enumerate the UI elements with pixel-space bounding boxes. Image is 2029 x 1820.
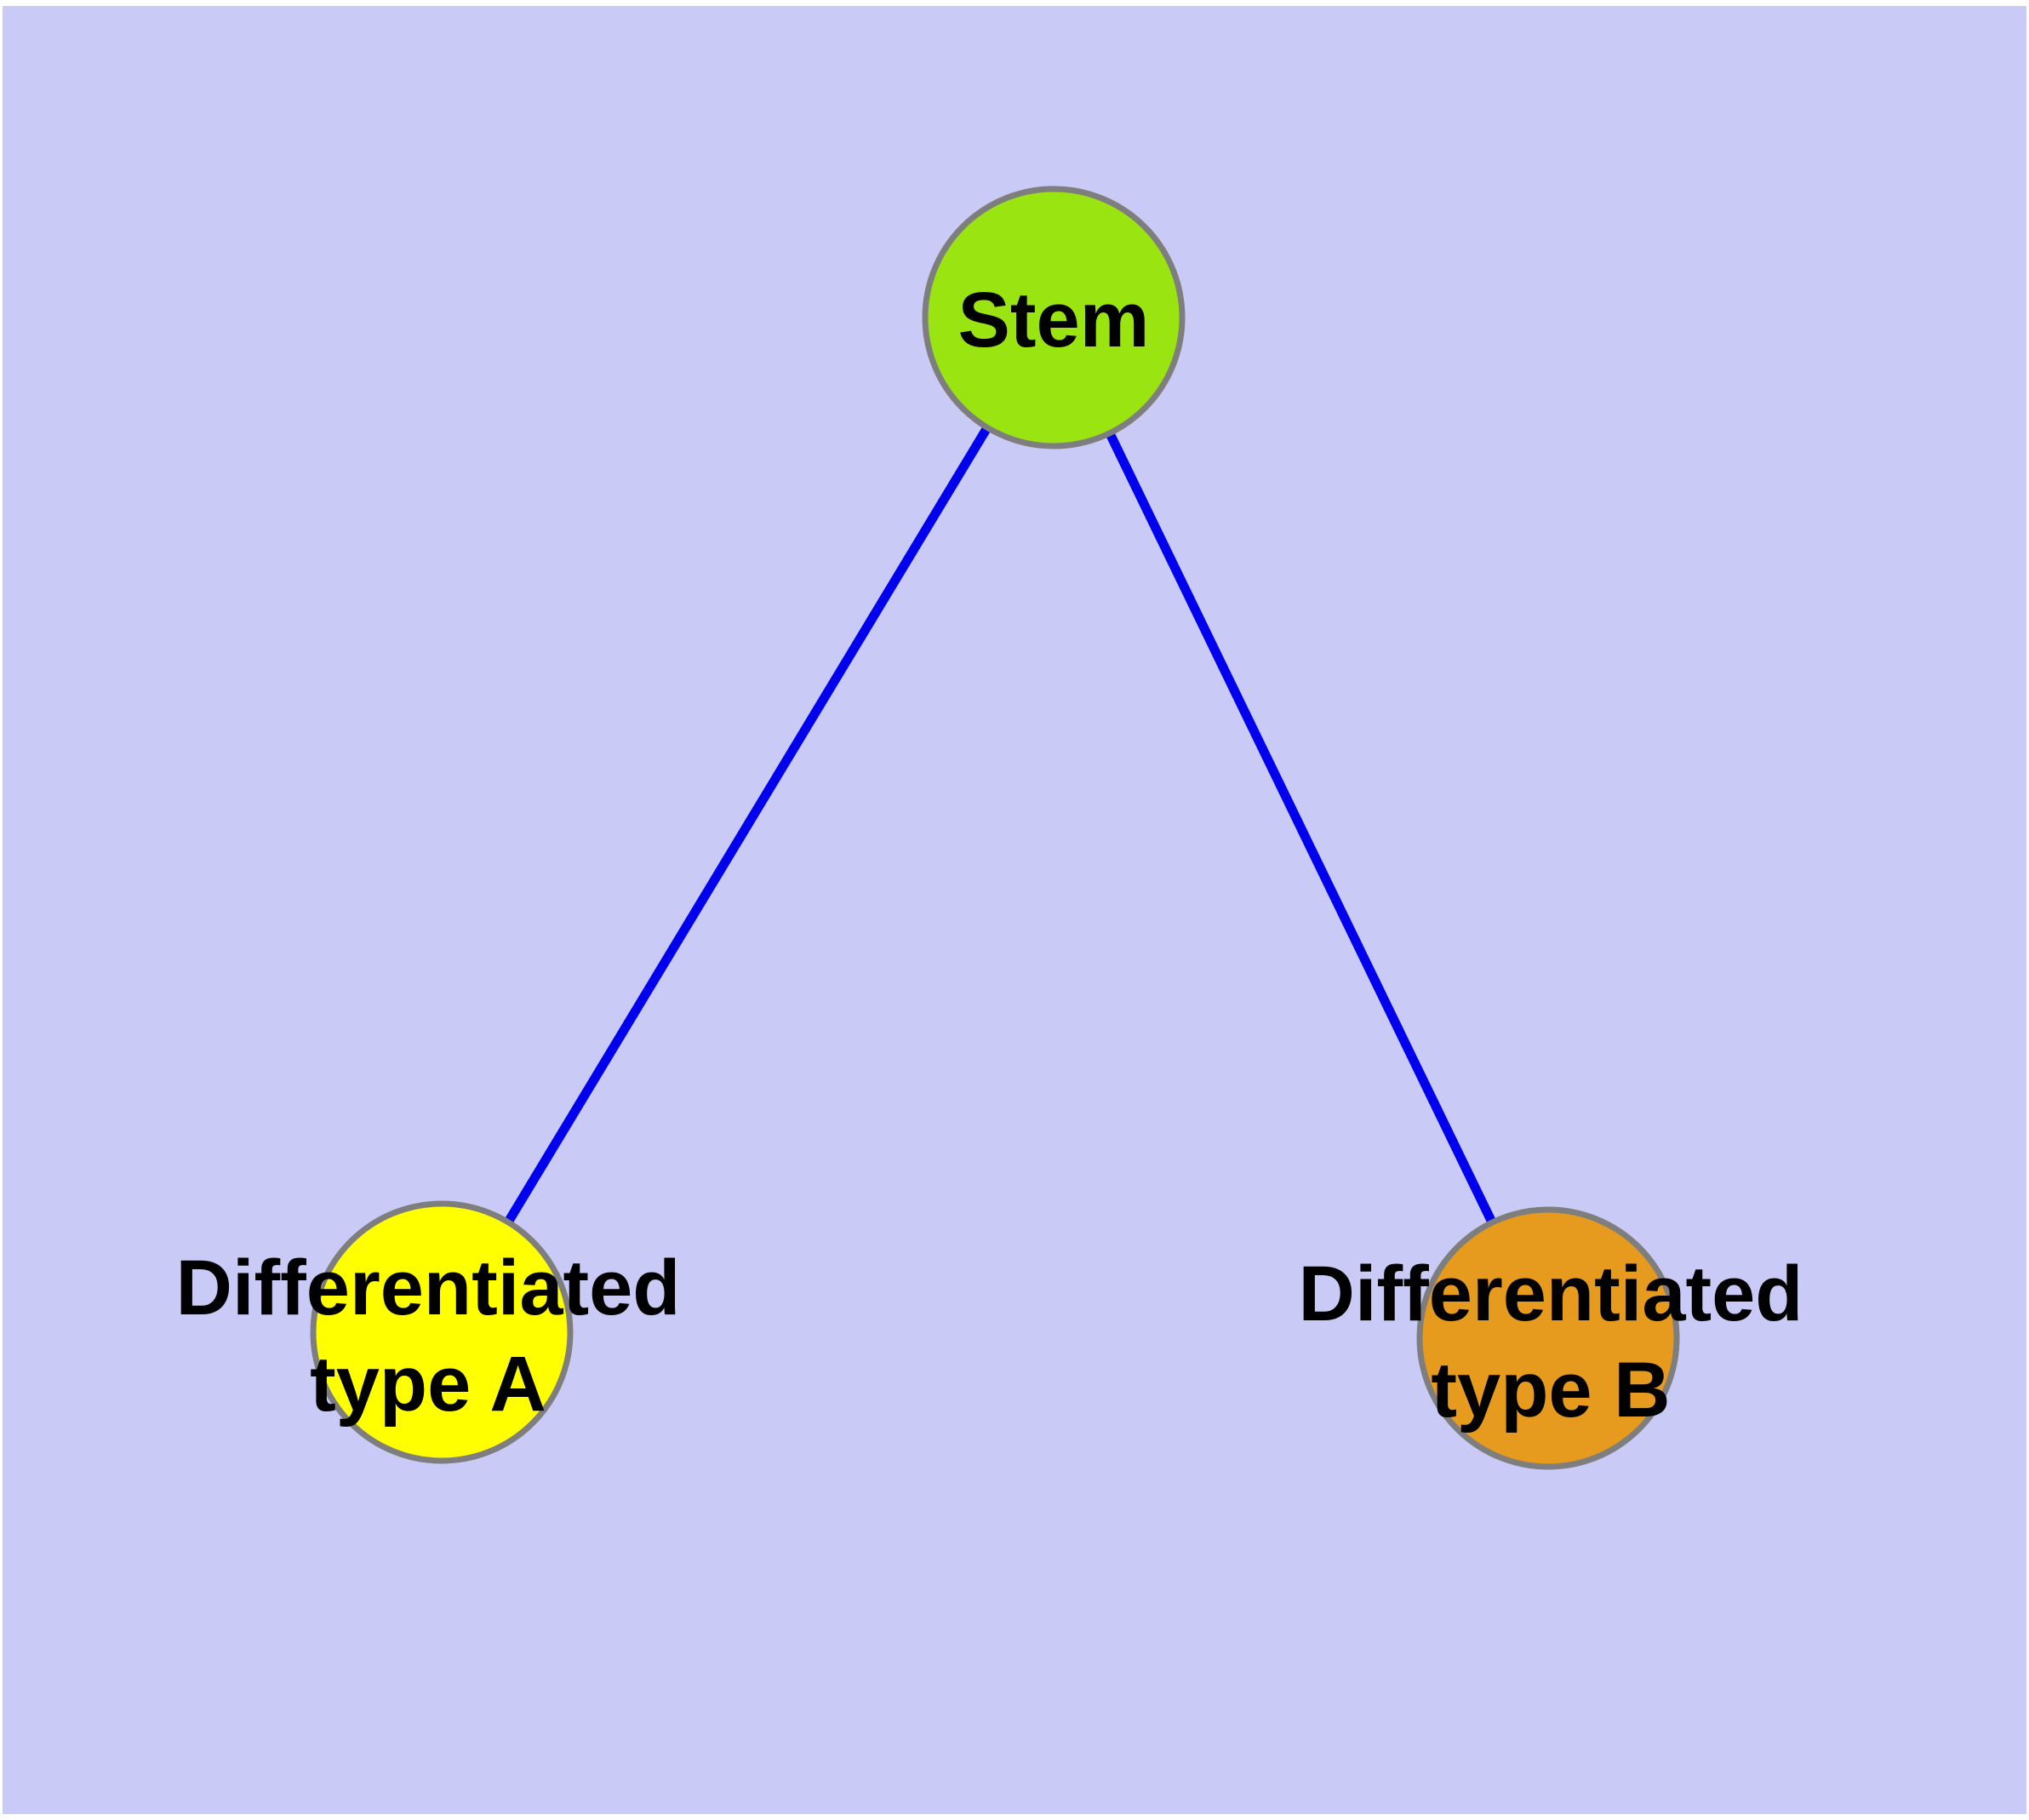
node-label-type-b-line2: type B [1431, 1347, 1670, 1434]
edge-stem-to-type-a [437, 315, 1058, 1335]
node-type-b-circle [1416, 1206, 1680, 1470]
node-type-a-circle [310, 1200, 574, 1464]
node-label-type-a-line1: Differentiated [176, 1245, 681, 1331]
node-label-stem: Stem [958, 277, 1150, 363]
edge-stem-to-type-b [1049, 315, 1552, 1341]
node-label-type-b-line1: Differentiated [1299, 1251, 1803, 1337]
node-stem-circle [922, 186, 1186, 449]
node-label-type-a-line2: type A [310, 1341, 546, 1428]
